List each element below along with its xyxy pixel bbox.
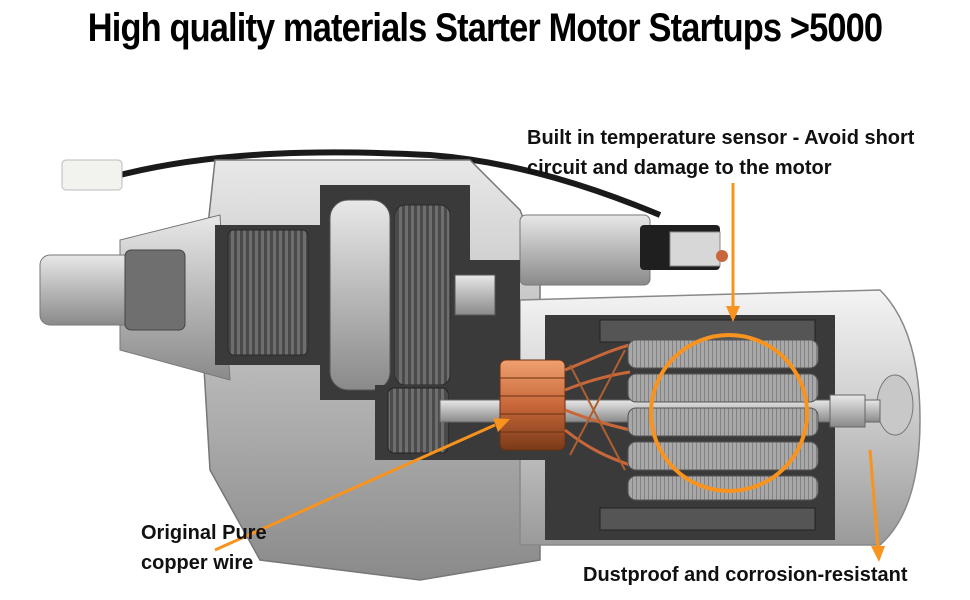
copper-wire-arrowhead — [493, 418, 510, 432]
copper-commutator-shape — [499, 359, 566, 451]
winding-highlight-circle — [649, 333, 809, 493]
temperature-sensor-shape — [519, 214, 651, 286]
pinion-gear-shape — [227, 229, 309, 356]
temperature-callout-line-2: circuit and damage to the motor — [527, 157, 832, 179]
page-title: High quality materials Starter Motor Sta… — [87, 6, 883, 50]
temperature-sensor-arrowhead — [726, 306, 740, 322]
connector-plug-shape — [61, 159, 123, 191]
copper-callout-line-1: Original Pure — [141, 522, 267, 544]
temperature-callout-line-1: Built in temperature sensor - Avoid shor… — [527, 127, 915, 149]
copper-callout-line-2: copper wire — [141, 552, 254, 574]
dustproof-pointer — [868, 449, 880, 549]
dustproof-callout: Dustproof and corrosion-resistant — [583, 564, 908, 586]
copper-wire-pointer — [214, 423, 496, 552]
reduction-gear-shape — [394, 204, 451, 386]
clutch-drum-shape — [329, 199, 391, 391]
dustproof-arrowhead — [871, 546, 885, 562]
temperature-sensor-callout: Built in temperature sensor - Avoid shor… — [527, 123, 914, 183]
copper-wire-callout: Original Pure copper wire — [141, 518, 267, 578]
